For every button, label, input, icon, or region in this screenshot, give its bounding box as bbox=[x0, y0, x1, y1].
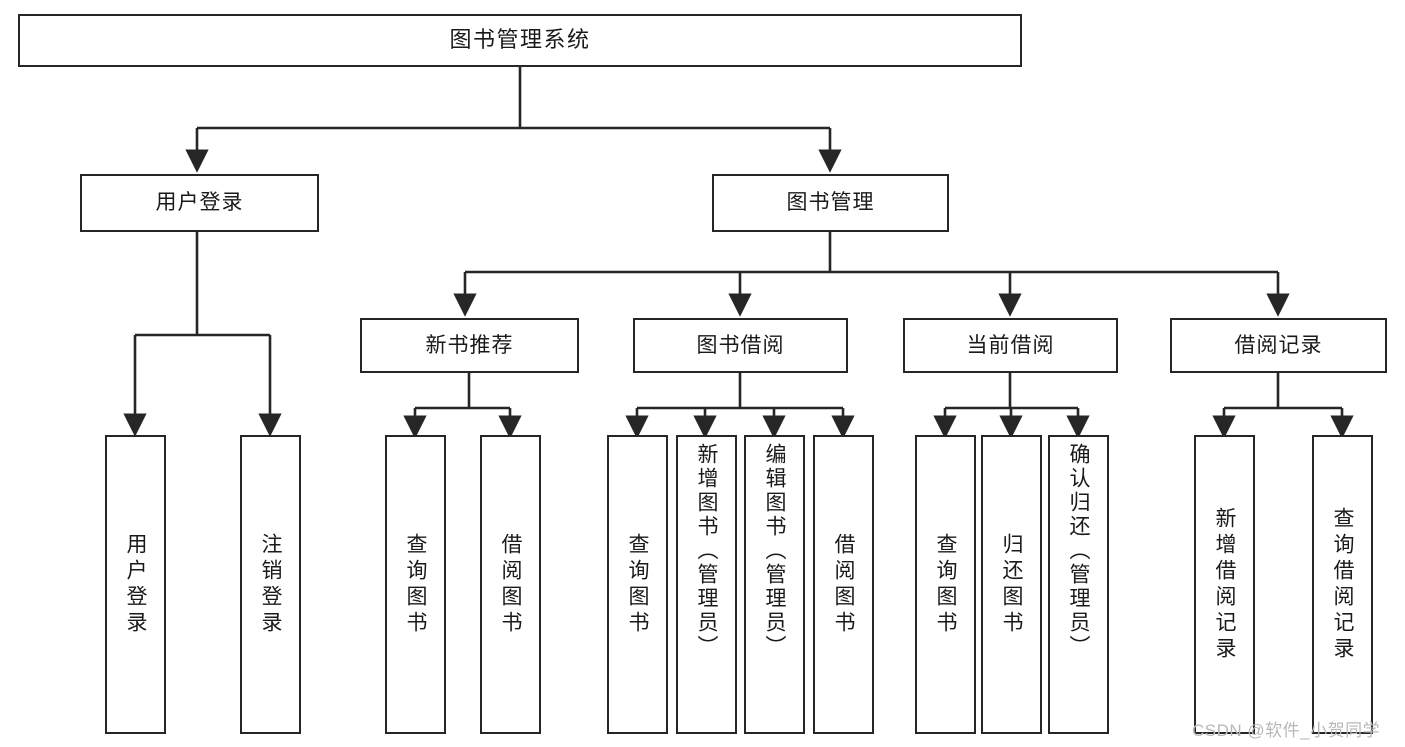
node-borrow-record[interactable]: 借阅记录 bbox=[1170, 318, 1387, 373]
node-label: 新书推荐 bbox=[425, 333, 514, 357]
leaf-book-borrow-add-book-admin[interactable]: 新增图书（管理员） bbox=[676, 435, 737, 734]
leaf-new-book-borrow-book[interactable]: 借阅图书 bbox=[480, 435, 541, 734]
csdn-watermark: CSDN @软件_小贺同学 bbox=[1192, 721, 1381, 740]
node-new-book-recommend[interactable]: 新书推荐 bbox=[360, 318, 579, 373]
leaf-current-borrow-confirm-return-admin[interactable]: 确认归还（管理员） bbox=[1048, 435, 1109, 734]
node-book-borrow[interactable]: 图书借阅 bbox=[633, 318, 848, 373]
node-book-management[interactable]: 图书管理 bbox=[712, 174, 949, 232]
node-label: 归还图书 bbox=[1000, 532, 1023, 637]
node-label: 编辑图书（管理员） bbox=[763, 443, 786, 659]
node-label: 查询图书 bbox=[404, 532, 427, 637]
node-label: 新增借阅记录 bbox=[1213, 506, 1236, 663]
node-label: 当前借阅 bbox=[966, 333, 1055, 357]
leaf-user-login-login[interactable]: 用户登录 bbox=[105, 435, 166, 734]
leaf-borrow-record-add-record[interactable]: 新增借阅记录 bbox=[1194, 435, 1255, 734]
node-user-login[interactable]: 用户登录 bbox=[80, 174, 319, 232]
node-label: 借阅记录 bbox=[1234, 333, 1323, 357]
leaf-current-borrow-return-book[interactable]: 归还图书 bbox=[981, 435, 1042, 734]
leaf-borrow-record-query-record[interactable]: 查询借阅记录 bbox=[1312, 435, 1373, 734]
leaf-book-borrow-borrow-book[interactable]: 借阅图书 bbox=[813, 435, 874, 734]
leaf-new-book-query-book[interactable]: 查询图书 bbox=[385, 435, 446, 734]
node-label: 图书管理系统 bbox=[449, 27, 591, 53]
leaf-book-borrow-edit-book-admin[interactable]: 编辑图书（管理员） bbox=[744, 435, 805, 734]
node-label: 用户登录 bbox=[155, 191, 244, 215]
node-label: 借阅图书 bbox=[499, 532, 522, 637]
node-label: 注销登录 bbox=[259, 532, 282, 637]
node-current-borrow[interactable]: 当前借阅 bbox=[903, 318, 1118, 373]
node-label: 新增图书（管理员） bbox=[695, 443, 718, 659]
node-label: 图书管理 bbox=[786, 191, 875, 215]
node-root-book-management-system[interactable]: 图书管理系统 bbox=[18, 14, 1022, 67]
node-label: 确认归还（管理员） bbox=[1067, 443, 1090, 659]
node-label: 查询借阅记录 bbox=[1331, 506, 1354, 663]
node-label: 图书借阅 bbox=[696, 333, 785, 357]
leaf-user-login-logout[interactable]: 注销登录 bbox=[240, 435, 301, 734]
node-label: 查询图书 bbox=[934, 532, 957, 637]
leaf-current-borrow-query-book[interactable]: 查询图书 bbox=[915, 435, 976, 734]
node-label: 查询图书 bbox=[626, 532, 649, 637]
node-label: 用户登录 bbox=[124, 532, 147, 637]
node-label: 借阅图书 bbox=[832, 532, 855, 637]
leaf-book-borrow-query-book[interactable]: 查询图书 bbox=[607, 435, 668, 734]
